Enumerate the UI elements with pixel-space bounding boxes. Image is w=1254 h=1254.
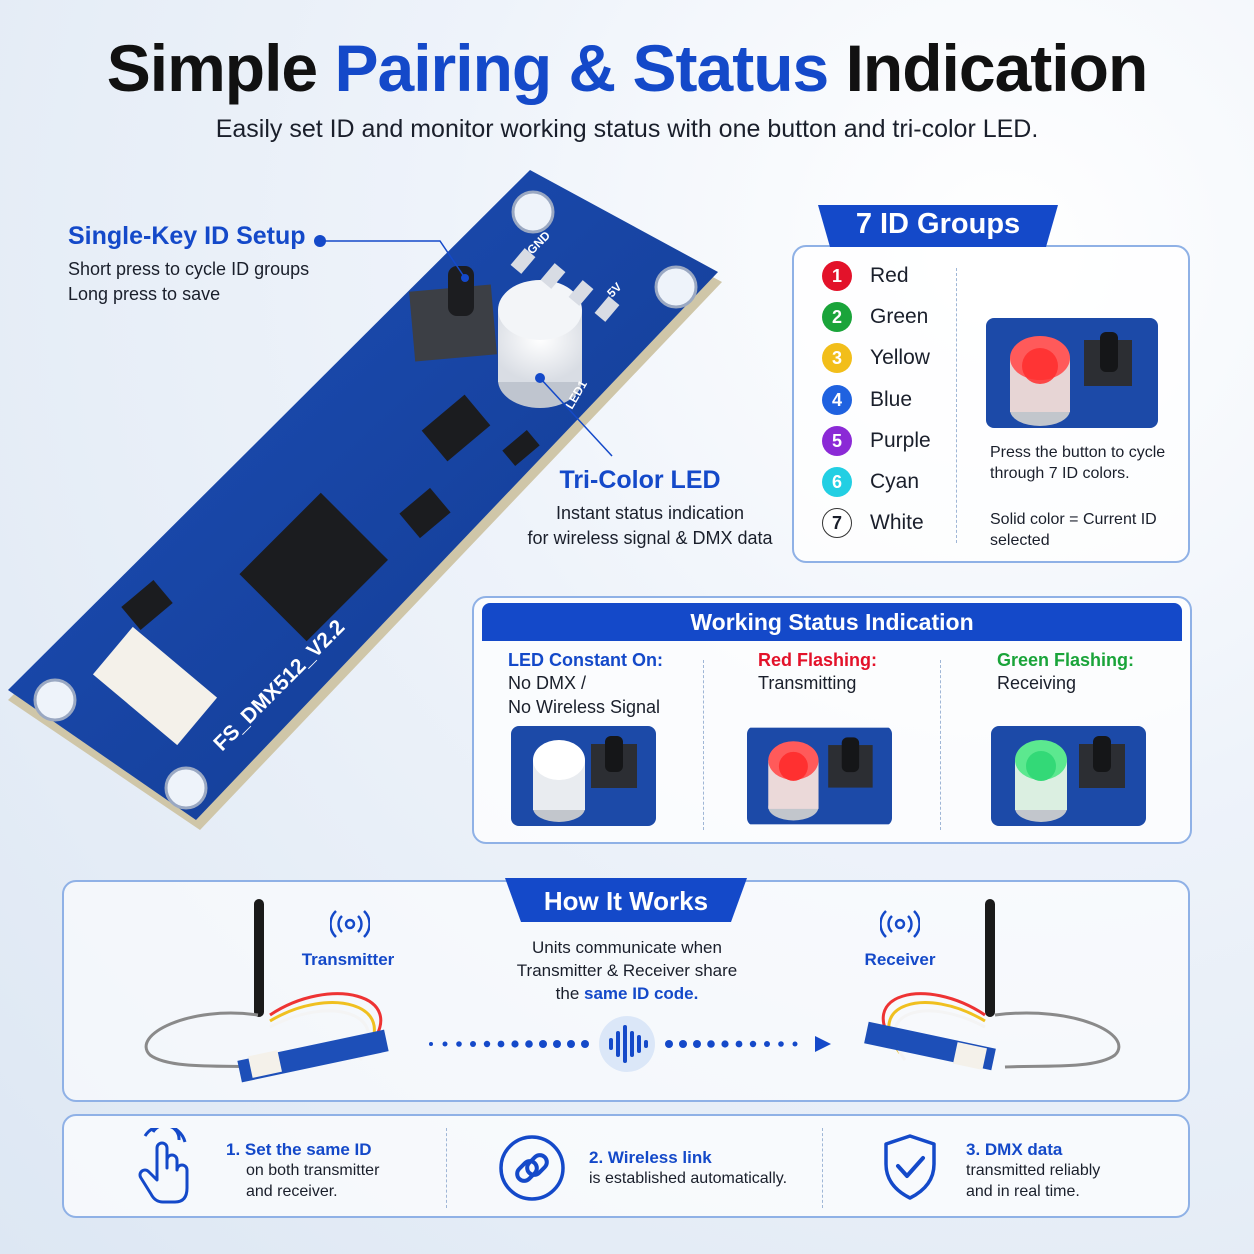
how-it-works-title: How It Works	[543, 886, 709, 916]
wireless-signal-icon	[330, 910, 370, 938]
step-line2: and receiver.	[246, 1183, 338, 1200]
id-note-solid: Solid color = Current ID selected	[990, 511, 1157, 549]
id-groups-title: 7 ID Groups	[855, 208, 1021, 240]
step-line1: is established automatically.	[589, 1170, 788, 1187]
red-led-photo	[986, 318, 1158, 428]
step-title: 1. Set the same ID	[226, 1140, 372, 1159]
id-group-number: 3	[822, 343, 852, 373]
hw-desc-line2: Transmitter & Receiver share	[516, 961, 738, 980]
title-part3: Indication	[845, 31, 1149, 105]
id-group-name: Green	[870, 305, 929, 328]
status-col-line1: Transmitting	[758, 673, 857, 693]
id-group-number: 7	[822, 508, 852, 538]
title-part1: Simple	[106, 31, 318, 105]
status-col-title: Red Flashing:	[758, 650, 878, 670]
green-flashing-photo	[991, 726, 1146, 826]
wireless-link-dots	[429, 1016, 831, 1072]
status-col-red: Red Flashing: Transmitting	[758, 650, 928, 695]
step-line2: and in real time.	[966, 1183, 1080, 1200]
hw-desc-line3b: same ID code.	[584, 984, 699, 1003]
id-group-name: Blue	[870, 388, 913, 411]
single-key-callout: Single-Key ID Setup Short press to cycle…	[68, 222, 348, 307]
id-groups-tab	[818, 205, 1058, 247]
step-line1: transmitted reliably	[966, 1162, 1101, 1179]
id-group-number: 4	[822, 385, 852, 415]
hw-desc-line3a: the	[555, 984, 580, 1003]
id-group-number: 5	[822, 426, 852, 456]
shield-check-icon	[884, 1134, 936, 1200]
status-col-line1: No DMX /	[508, 673, 587, 693]
step-1: 1. Set the same ID on both transmitter a…	[226, 1140, 426, 1202]
id-group-name: Yellow	[870, 346, 930, 369]
pcb-board-image: FS_DMX512_V2.2 GND 5V LED1	[8, 170, 722, 830]
status-col-title: LED Constant On:	[508, 650, 663, 670]
id-group-item: 1 Red	[822, 260, 909, 292]
status-col-green: Green Flashing: Receiving	[997, 650, 1177, 695]
step-title: 3. DMX data	[966, 1140, 1063, 1159]
step-2: 2. Wireless link is established automati…	[589, 1148, 809, 1189]
working-status-title: Working Status Indication	[482, 603, 1182, 641]
step-title: 2. Wireless link	[589, 1148, 712, 1167]
status-col-constant: LED Constant On: No DMX / No Wireless Si…	[508, 650, 698, 719]
id-group-name: Purple	[870, 429, 931, 452]
transmitter-device-image	[144, 899, 389, 1083]
status-col-line2: No Wireless Signal	[508, 697, 661, 717]
tri-color-led-line2: for wireless signal & DMX data	[527, 528, 773, 548]
id-note-press: Press the button to cycle through 7 ID c…	[990, 444, 1166, 482]
steps-panel	[62, 1114, 1190, 1218]
id-group-number: 1	[822, 261, 852, 291]
id-group-number: 6	[822, 467, 852, 497]
step-divider	[822, 1128, 823, 1208]
title-part2: Pairing & Status	[334, 31, 829, 105]
step-3: 3. DMX data transmitted reliably and in …	[966, 1140, 1166, 1202]
id-panel-divider	[956, 268, 957, 543]
how-it-works-tab	[505, 878, 747, 922]
how-it-works-description: Units communicate when Transmitter & Rec…	[500, 936, 754, 1005]
status-divider	[703, 660, 704, 830]
id-group-item: 4 Blue	[822, 384, 912, 416]
id-group-number: 2	[822, 302, 852, 332]
id-group-name: White	[870, 511, 924, 534]
step-divider	[446, 1128, 447, 1208]
tri-color-led-line1: Instant status indication	[555, 503, 745, 523]
single-key-line1: Short press to cycle ID groups	[68, 259, 310, 279]
id-group-item: 6 Cyan	[822, 466, 919, 498]
tri-color-led-callout: Tri-Color LED Instant status indication …	[520, 466, 780, 551]
status-col-title: Green Flashing:	[997, 650, 1135, 670]
tap-icon	[138, 1128, 189, 1204]
single-key-line2: Long press to save	[68, 284, 221, 304]
receiver-device-image	[864, 899, 1121, 1071]
status-col-line1: Receiving	[997, 673, 1077, 693]
id-group-item: 5 Purple	[822, 425, 931, 457]
hw-desc-line1: Units communicate when	[532, 938, 722, 957]
tri-color-led-title: Tri-Color LED	[559, 466, 721, 494]
single-key-title: Single-Key ID Setup	[68, 222, 306, 250]
transmitter-label: Transmitter	[301, 950, 395, 969]
white-led-photo	[511, 726, 656, 826]
page-subtitle: Easily set ID and monitor working status…	[215, 115, 1039, 143]
receiver-label: Receiver	[864, 950, 936, 969]
red-flashing-photo	[747, 727, 892, 825]
id-group-item: 7 White	[822, 507, 924, 539]
page-title: Simple Pairing & Status Indication	[0, 30, 1254, 106]
status-divider	[940, 660, 941, 830]
link-icon	[499, 1135, 565, 1201]
step-line1: on both transmitter	[246, 1162, 380, 1179]
id-group-item: 3 Yellow	[822, 342, 930, 374]
wireless-signal-icon	[880, 910, 920, 938]
id-group-name: Cyan	[870, 470, 920, 493]
id-group-item: 2 Green	[822, 301, 928, 333]
id-group-name: Red	[870, 264, 909, 287]
